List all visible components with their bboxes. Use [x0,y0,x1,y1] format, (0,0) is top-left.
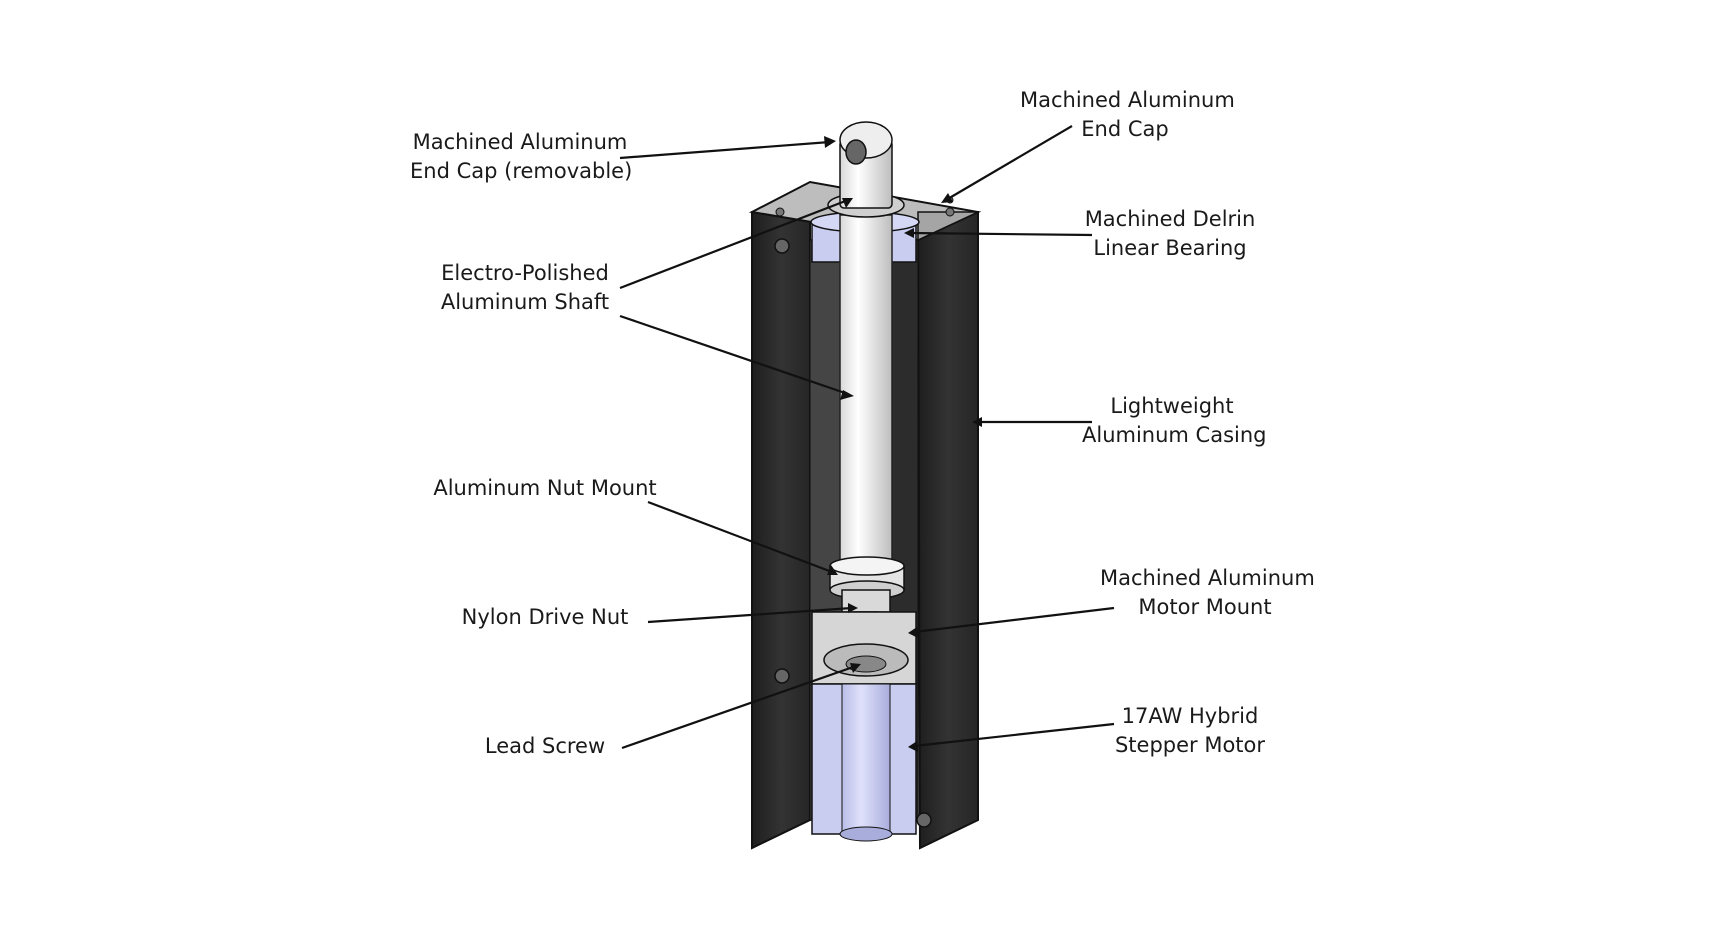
leader-end-cap [945,125,1073,201]
label-line: Aluminum Nut Mount [433,476,657,500]
label-line: Machined Aluminum [1020,88,1235,112]
arrowhead-icon [850,663,861,673]
label-line: Lead Screw [484,734,606,758]
leader-drive-nut [647,606,853,624]
arrowhead-icon [824,136,836,148]
arrowhead-icon [840,390,854,400]
arrowhead-icon [908,627,918,638]
label-casing: Lightweight Aluminum Casing [1082,392,1267,450]
cap-screw-icon [945,207,955,217]
arrowhead-icon [904,228,914,238]
label-shaft: Electro-Polished Aluminum Shaft [430,259,620,317]
label-line: Linear Bearing [1093,236,1247,260]
label-line: Lightweight [1110,394,1234,418]
label-lead-screw: Lead Screw [470,732,620,761]
label-delrin-bearing: Machined Delrin Linear Bearing [1080,205,1260,263]
label-drive-nut: Nylon Drive Nut [450,603,640,632]
label-nut-mount: Aluminum Nut Mount [430,474,660,503]
label-line: Machined Aluminum [412,130,628,154]
label-line: Machined Aluminum [1100,566,1315,590]
side-screw-icon [916,812,932,828]
side-screw-icon [774,238,790,254]
label-line: Motor Mount [1138,595,1272,619]
label-line: Aluminum Casing [1082,423,1267,447]
label-end-cap: Machined Aluminum End Cap [1020,86,1235,144]
nut-mount-assembly [829,556,905,613]
arrowhead-icon [972,417,982,427]
arrowhead-icon [908,741,918,752]
eyelet-hole-icon [845,139,867,165]
stepper-motor [811,683,917,842]
removable-end-cap [827,121,905,218]
arrowhead-icon [842,198,853,208]
label-stepper-motor: 17AW Hybrid Stepper Motor [1110,702,1270,760]
label-line: 17AW Hybrid [1121,704,1259,728]
label-line: Nylon Drive Nut [461,605,629,629]
leader-nut-mount [647,500,833,574]
leader-lines [619,125,1115,752]
leader-end-cap-removable [619,140,831,160]
leader-shaft-lower [619,314,849,396]
leader-delrin-bearing [909,231,1093,237]
leader-motor-mount [913,606,1115,634]
label-line: Machined Delrin [1084,207,1256,231]
casing-right-wall [916,211,979,850]
label-line: Stepper Motor [1114,733,1266,757]
leader-stepper-motor [913,722,1115,748]
cap-screw-icon [775,207,785,217]
aluminum-shaft [839,214,893,591]
arrowhead-icon [827,565,838,575]
label-line: End Cap [1081,117,1169,141]
label-line: End Cap (removable) [410,159,633,183]
label-motor-mount: Machined Aluminum Motor Mount [1100,564,1315,622]
leader-shaft-upper [619,198,849,290]
label-end-cap-removable: Machined Aluminum End Cap (removable) [410,128,633,186]
label-line: Electro-Polished [441,261,609,285]
arrowhead-icon [848,603,858,613]
arrowhead-icon [941,193,953,203]
motor-mount [811,611,917,685]
label-line: Aluminum Shaft [440,290,610,314]
side-screw-icon [774,668,790,684]
leader-lead-screw [621,664,857,750]
casing-left-wall [751,196,811,850]
